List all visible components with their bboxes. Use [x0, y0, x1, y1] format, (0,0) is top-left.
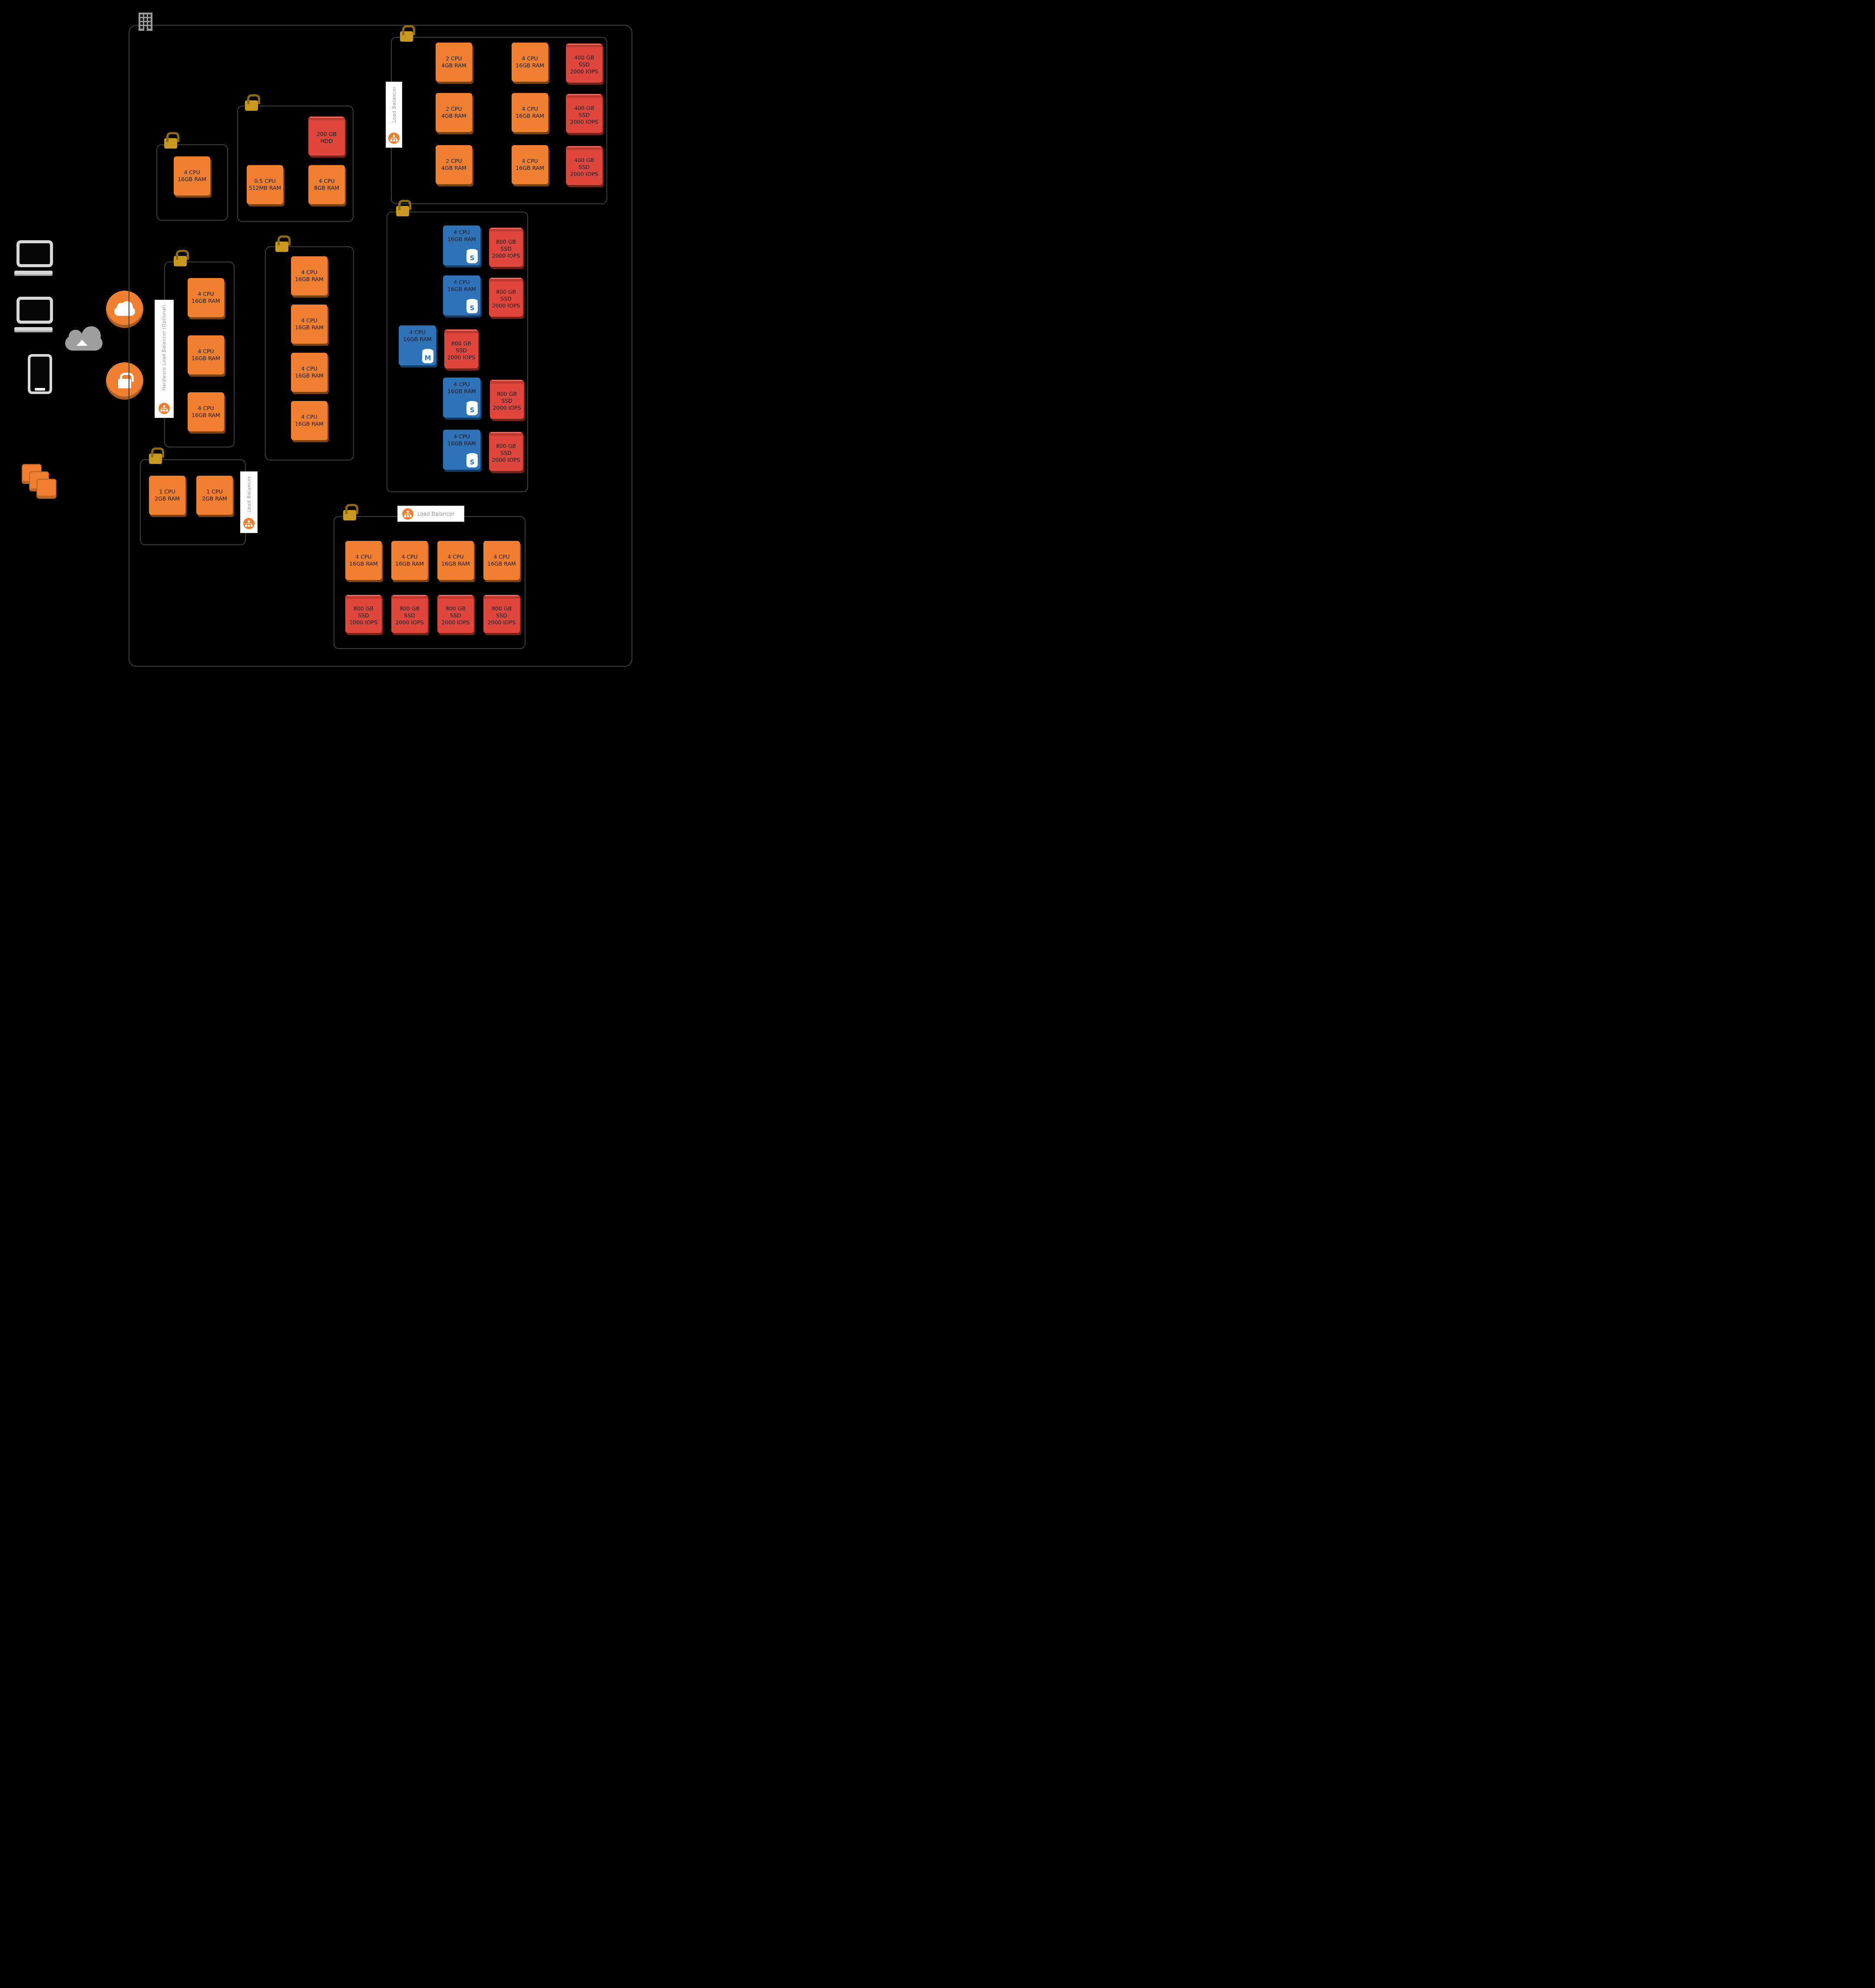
datacenter-boundary: [129, 25, 632, 667]
compute-node: 4 CPU 16GB RAM: [345, 541, 382, 580]
compute-node: 4 CPU 16GB RAM: [291, 353, 327, 392]
database-icon: M: [422, 349, 433, 363]
database-role-letter: S: [470, 458, 475, 466]
padlock-icon: [149, 447, 164, 464]
compute-node: 4 CPU 16GB RAM: [512, 43, 548, 82]
load-balancer-icon: [388, 133, 400, 144]
security-group-db-tier: [387, 212, 528, 492]
storage-node: 800 GB SSD 2000 IOPS: [490, 380, 524, 419]
compute-node: 1 CPU 2GB RAM: [149, 476, 185, 515]
hardware-load-balancer-text: Hardware Load Balancer (Optional): [162, 305, 167, 391]
compute-node: 4 CPU 16GB RAM: [512, 93, 548, 132]
load-balancer-text: Load Balancer: [246, 476, 252, 513]
storage-node: 200 GB HDD: [308, 116, 345, 156]
cloud-glyph: [114, 301, 135, 316]
load-balancer-text: Load Balancer: [417, 510, 455, 517]
storage-node: 800 GB SSD 2000 IOPS: [489, 432, 523, 471]
compute-node: 4 CPU 16GB RAM: [188, 278, 224, 317]
database-icon: S: [466, 401, 478, 415]
storage-node: 400 GB SSD 2000 IOPS: [566, 43, 602, 83]
padlock-icon: [174, 250, 189, 266]
phone-icon: [28, 354, 52, 394]
database-icon: S: [466, 453, 478, 467]
compute-node: 4 CPU 16GB RAM: [483, 541, 520, 580]
padlock-icon: [396, 200, 411, 216]
database-role-letter: M: [424, 354, 431, 362]
compute-node: 4 CPU 16GB RAM: [437, 541, 474, 580]
lock-glyph: [118, 373, 134, 388]
download-arrow-icon: [88, 342, 99, 356]
load-balancer-icon: [159, 403, 170, 414]
compute-node: 4 CPU 16GB RAM: [291, 401, 327, 440]
storage-node: 800 GB SSD 2000 IOPS: [489, 278, 523, 317]
database-node: 4 CPU 16GB RAM S: [443, 225, 480, 265]
laptop-base: [14, 271, 53, 276]
database-node-label: 4 CPU 16GB RAM: [447, 381, 476, 395]
security-group-single-node: [156, 144, 228, 221]
compute-node: 4 CPU 16GB RAM: [188, 335, 224, 374]
architecture-diagram: Load Balancer Hardware Load Balancer (Op…: [0, 0, 635, 674]
database-node-label: 4 CPU 16GB RAM: [447, 433, 476, 447]
compute-node: 2 CPU 4GB RAM: [436, 93, 472, 132]
compute-node: 2 CPU 4GB RAM: [436, 145, 472, 184]
compute-node: 2 CPU 4GB RAM: [436, 43, 472, 82]
database-icon: S: [466, 299, 478, 313]
security-group-utility: [237, 106, 354, 222]
load-balancer-text: Load Balancer: [391, 86, 397, 123]
database-role-letter: S: [470, 406, 475, 414]
compute-node: 4 CPU 16GB RAM: [174, 156, 210, 195]
compute-node: 1 CPU 2GB RAM: [196, 476, 233, 515]
load-balancer-icon: [243, 518, 255, 529]
load-balancer-label: Load Balancer: [397, 506, 464, 522]
database-node: 4 CPU 16GB RAM M: [399, 325, 436, 365]
padlock-icon: [275, 235, 291, 252]
padlock-icon: [343, 504, 358, 520]
storage-node: 800 GB SSD 2000 IOPS: [391, 595, 428, 633]
compute-node: 4 CPU 16GB RAM: [291, 305, 327, 344]
database-role-letter: S: [470, 304, 475, 312]
cloud-shape: [65, 326, 103, 351]
database-node-label: 4 CPU 16GB RAM: [447, 229, 476, 243]
laptop-base: [14, 327, 53, 332]
storage-node: 800 GB SSD 2000 IOPS: [444, 329, 478, 368]
database-icon: S: [466, 249, 478, 263]
load-balancer-icon: [402, 508, 413, 520]
storage-node: 400 GB SSD 2000 IOPS: [566, 94, 602, 133]
compute-node: 0.5 CPU 512MB RAM: [247, 165, 283, 204]
storage-node: 800 GB SSD 2000 IOPS: [489, 228, 523, 267]
secure-lock-icon: [106, 362, 143, 400]
database-node-label: 4 CPU 16GB RAM: [403, 329, 432, 343]
storage-node: 800 GB SSD 2000 IOPS: [437, 595, 474, 633]
database-node: 4 CPU 16GB RAM S: [443, 378, 480, 417]
compute-node: 4 CPU 16GB RAM: [391, 541, 428, 580]
load-balancer-label: Load Balancer: [386, 82, 402, 148]
compute-node: 4 CPU 16GB RAM: [512, 145, 548, 184]
load-balancer-label: Load Balancer: [240, 471, 258, 533]
padlock-icon: [400, 25, 415, 42]
laptop-icon: [17, 297, 53, 324]
app-stack-icon: [36, 479, 56, 499]
cloud-transfer-icon: [65, 326, 113, 374]
padlock-icon: [245, 94, 260, 111]
database-node: 4 CPU 16GB RAM S: [443, 275, 480, 315]
compute-node: 4 CPU 16GB RAM: [188, 392, 224, 431]
upload-arrow-icon: [76, 331, 88, 346]
compute-node: 4 CPU 8GB RAM: [308, 165, 345, 204]
compute-node: 4 CPU 16GB RAM: [291, 256, 327, 295]
storage-node: 800 GB SSD 2000 IOPS: [345, 595, 382, 633]
security-group-app-tier: [265, 246, 354, 461]
storage-node: 800 GB SSD 2000 IOPS: [483, 595, 520, 633]
storage-node: 400 GB SSD 2000 IOPS: [566, 146, 602, 185]
database-node: 4 CPU 16GB RAM S: [443, 430, 480, 470]
cloud-icon: [106, 291, 143, 328]
database-node-label: 4 CPU 16GB RAM: [447, 279, 476, 293]
database-role-letter: S: [470, 254, 475, 262]
building-icon: [138, 12, 153, 33]
hardware-load-balancer-label: Hardware Load Balancer (Optional): [155, 300, 174, 418]
padlock-icon: [164, 132, 179, 149]
laptop-icon: [17, 240, 53, 267]
